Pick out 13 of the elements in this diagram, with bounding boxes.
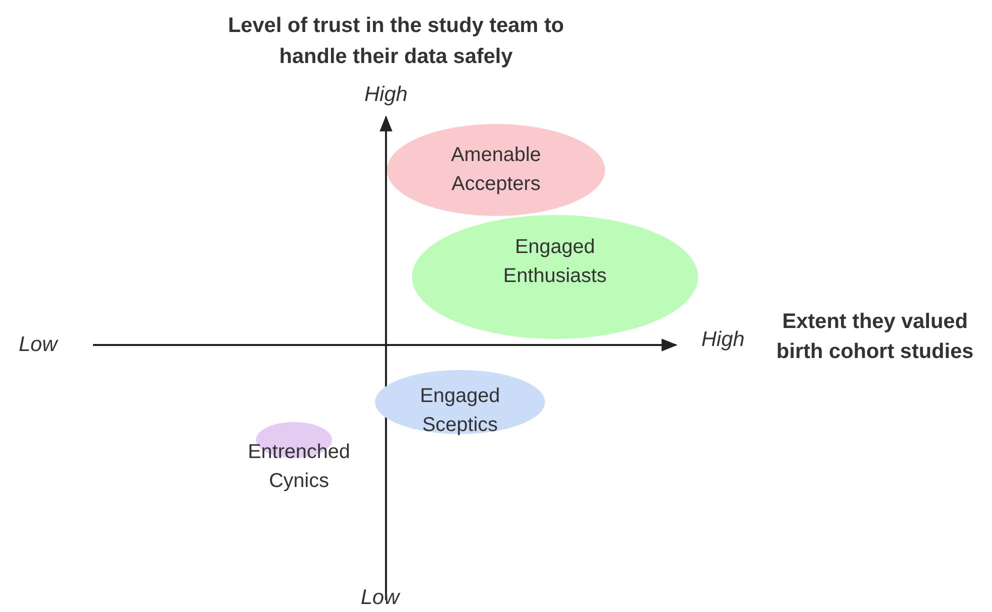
axis-label: High xyxy=(363,82,409,108)
group-label: Amenable Accepters xyxy=(450,143,542,197)
axis-label: Low xyxy=(360,585,402,611)
axis-title: Extent they valued birth cohort studies xyxy=(775,309,975,365)
group-ellipse xyxy=(412,215,698,339)
title: Level of trust in the study team to handle their data safely xyxy=(226,13,566,70)
group-label: Engaged Sceptics xyxy=(418,384,502,438)
group-ellipse xyxy=(387,124,605,216)
group-label: Engaged Enthusiasts xyxy=(502,235,608,289)
axis-label: High xyxy=(700,327,746,353)
group-label: Entrenched Cynics xyxy=(246,440,352,494)
group-ellipse xyxy=(375,370,545,434)
axis-label: Low xyxy=(18,332,60,358)
